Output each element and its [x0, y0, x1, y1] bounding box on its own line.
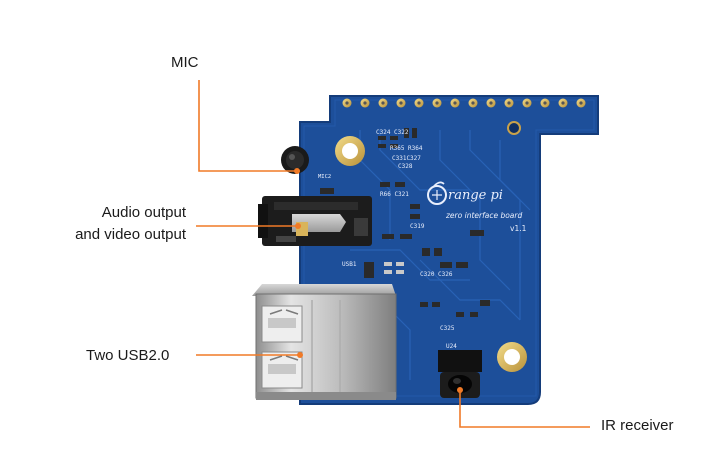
usb-ports — [252, 284, 397, 400]
smd-components — [320, 128, 490, 317]
leader-lines — [196, 80, 590, 428]
svg-text:R66 C321: R66 C321 — [380, 191, 409, 198]
label-usb: Two USB2.0 — [86, 347, 170, 364]
label-ir-receiver: IR receiver — [601, 417, 674, 434]
label-audio-line1: Audio output — [101, 204, 186, 221]
header-pins — [342, 98, 586, 108]
svg-text:C325: C325 — [440, 325, 455, 332]
silk-ir-ref: U24 — [446, 343, 457, 350]
svg-text:C324 C322: C324 C322 — [376, 129, 409, 136]
svg-text:C328: C328 — [398, 163, 413, 170]
silk-usb-ref: USB1 — [342, 261, 357, 268]
ir-receiver-component — [438, 350, 482, 398]
audio-video-jack — [258, 196, 372, 246]
board-subtitle-text: zero interface board — [445, 211, 522, 220]
silk-mic-ref: MIC2 — [318, 174, 331, 180]
leader-mic — [198, 80, 297, 172]
svg-text:C319: C319 — [410, 223, 425, 230]
svg-text:C331C327: C331C327 — [392, 155, 421, 162]
mounting-hole-bottom — [497, 342, 527, 372]
board-version-text: v1.1 — [510, 224, 527, 233]
board-brand-text: range pi — [448, 188, 503, 203]
mounting-hole-top — [335, 136, 365, 166]
label-audio-video: Audio output and video output — [44, 202, 186, 246]
leader-ir — [459, 390, 590, 428]
label-mic: MIC — [171, 54, 199, 71]
svg-text:R365 R364: R365 R364 — [390, 145, 423, 152]
mic-component — [281, 146, 309, 174]
orange-pi-logo: range pi zero interface board v1.1 — [427, 181, 527, 233]
label-audio-line2: and video output — [75, 226, 186, 243]
svg-text:C320 C326: C320 C326 — [420, 271, 453, 278]
